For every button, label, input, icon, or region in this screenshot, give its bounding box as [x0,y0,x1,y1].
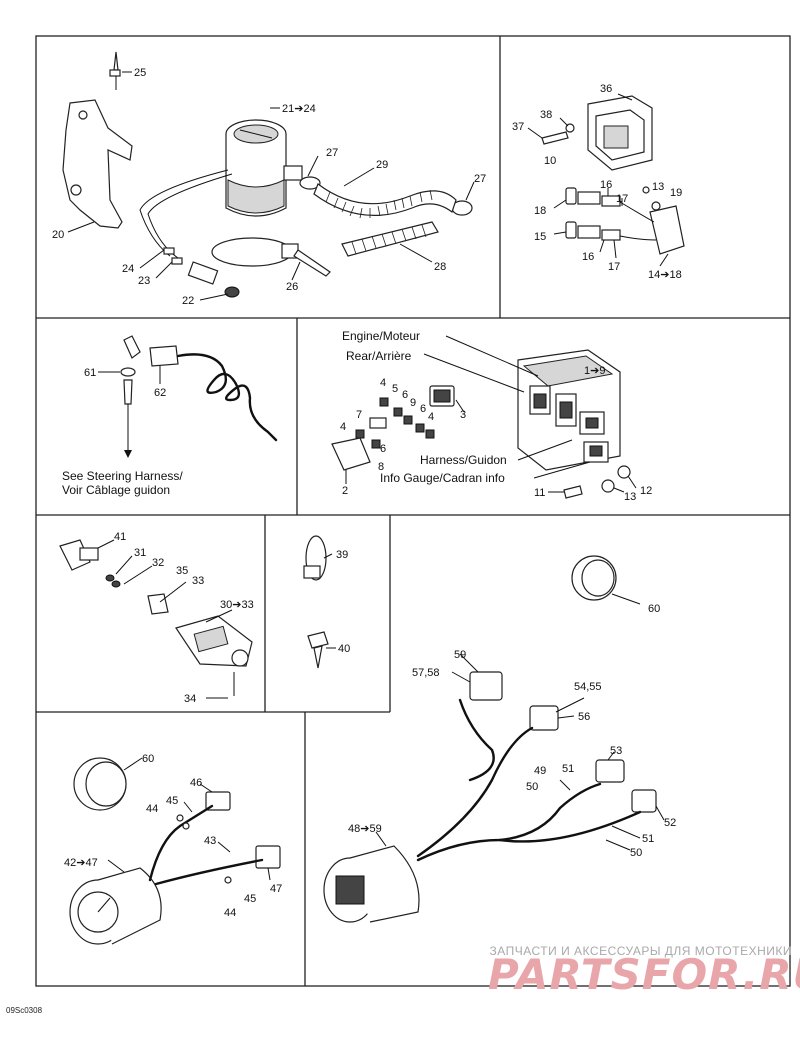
callout: 25 [134,67,146,79]
electronic-module-panel [331,335,637,499]
watermark-logo: PARTSFOR.RU [488,950,800,999]
callout: 23 [138,275,150,287]
callout: 47 [270,883,282,895]
panel-frames [35,35,791,987]
callout: 30➔33 [220,599,254,611]
callout: 1➔9 [584,365,605,377]
callout: 37 [512,121,524,133]
callout: 35 [176,565,188,577]
callout: 50 [526,781,538,793]
callout: 34 [184,693,196,705]
rear-label: Rear/Arrière [346,349,412,363]
callout: 11 [534,487,545,499]
callout: 14➔18 [648,269,682,281]
callout: 19 [670,187,682,199]
callout: 60 [142,753,154,765]
callout: 46 [190,777,202,789]
callout: 52 [664,817,676,829]
callout: 60 [648,603,660,615]
watermark-tagline: ЗАПЧАСТИ И АКСЕССУАРЫ ДЛЯ МОТОТЕХНИКИ [489,944,792,958]
callout: 13 [624,491,636,503]
callout: 33 [192,575,204,587]
bezel-panel [571,555,641,605]
callout: 40 [338,643,350,655]
info-gauge-panel [323,653,665,923]
callout: 4 [380,377,386,389]
callout: 2 [342,485,348,497]
callout: 44 [146,803,158,815]
callout: 51 [642,833,654,845]
callout: 39 [336,549,348,561]
callout: 20 [52,229,64,241]
callout: 31 [134,547,146,559]
steering-cable-panel [98,335,278,458]
see-steering-label-2: Voir Câblage guidon [62,483,170,497]
callout: 13 [652,181,664,193]
callout: 5 [392,383,398,395]
callout: 32 [152,557,164,569]
callout: 27 [474,173,486,185]
callout: 45 [244,893,256,905]
callout: 17 [616,193,628,205]
callout: 53 [610,745,622,757]
module-mount-panel [527,93,685,267]
callout: 41 [114,531,126,543]
callout: 22 [182,295,194,307]
callout: 29 [376,159,388,171]
callout: 48➔59 [348,823,382,835]
callout: 3 [460,409,466,421]
callout: 62 [154,387,166,399]
callout: 10 [544,155,556,167]
callout: 18 [534,205,546,217]
callout: 49 [534,765,546,777]
callout: 44 [224,907,236,919]
callout: 7 [356,409,362,421]
callout: 9 [410,397,416,409]
tachometer-panel [69,757,281,945]
callouts: 25 21➔24 20 27 29 27 24 23 22 26 28 36 3… [52,67,682,919]
callout: 6 [402,389,408,401]
tie-screw-panel [303,535,336,669]
callout: 21➔24 [282,103,316,115]
callout: 59 [454,649,466,661]
info-gauge-label: Info Gauge/Cadran info [380,471,505,485]
callout: 6 [380,443,386,455]
callout: 24 [122,263,134,275]
engine-label: Engine/Moteur [342,329,420,343]
callout: 54,55 [574,681,602,693]
callout: 17 [608,261,620,273]
callout: 56 [578,711,590,723]
callout: 57,58 [412,667,440,679]
bilge-pump-panel [62,51,475,301]
callout: 12 [640,485,652,497]
drawing-code: 09Sc0308 [6,1006,43,1015]
callout: 16 [600,179,612,191]
callout: 4 [340,421,346,433]
callout: 16 [582,251,594,263]
callout: 50 [630,847,642,859]
see-steering-label-1: See Steering Harness/ [62,469,183,483]
callout: 36 [600,83,612,95]
callout: 15 [534,231,546,243]
callout: 8 [378,461,384,473]
callout: 51 [562,763,574,775]
callout: 45 [166,795,178,807]
text-labels: Engine/Moteur Rear/Arrière Harness/Guido… [62,329,507,497]
callout: 42➔47 [64,857,98,869]
callout: 4 [428,411,434,423]
harness-label: Harness/Guidon [420,453,507,467]
callout: 61 [84,367,96,379]
callout: 27 [326,147,338,159]
callout: 26 [286,281,298,293]
callout: 38 [540,109,552,121]
sensor-panel [59,539,253,699]
callout: 43 [204,835,216,847]
callout: 6 [420,403,426,415]
callout: 28 [434,261,446,273]
